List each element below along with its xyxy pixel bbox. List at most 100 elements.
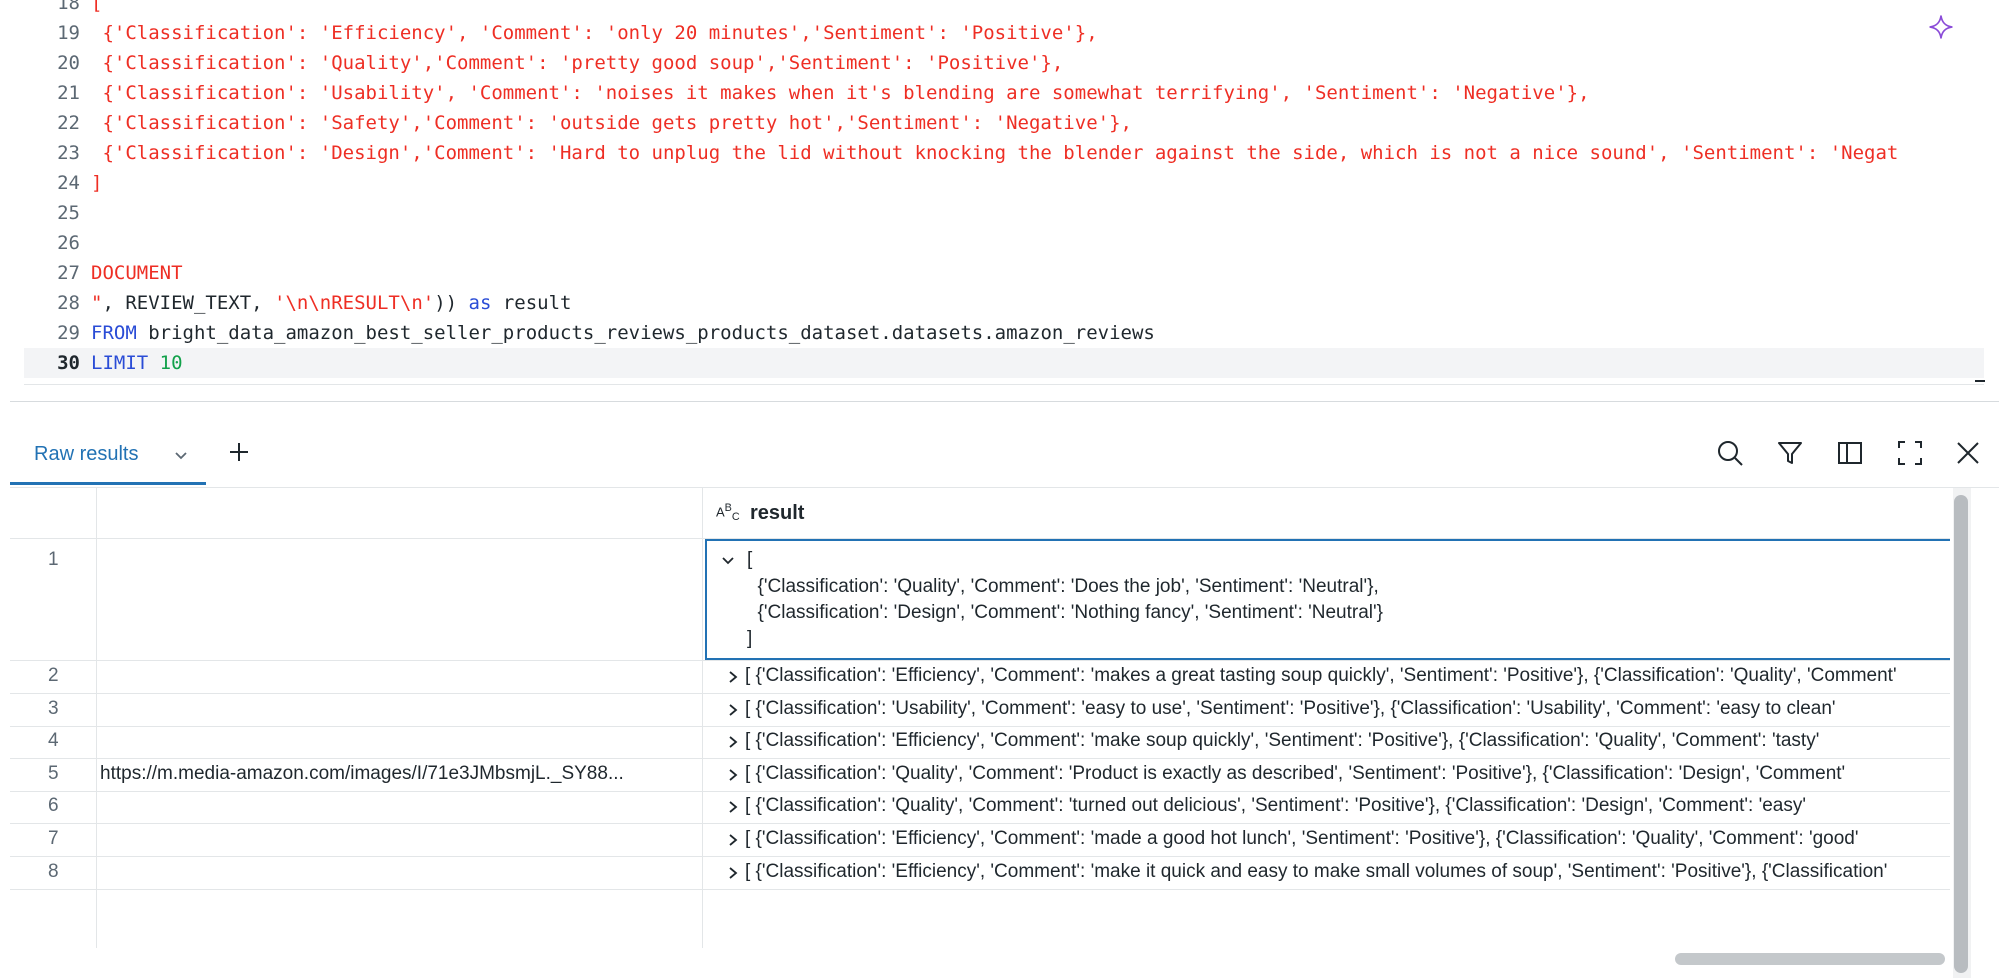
result-cell[interactable]: [ {'Classification': 'Quality', 'Comment…	[705, 791, 1950, 823]
chevron-down-icon[interactable]	[174, 451, 188, 461]
line-number: 24	[57, 172, 80, 194]
code-line[interactable]: 28 ", REVIEW_TEXT, '\n\nRESULT\n')) as re…	[24, 288, 1984, 318]
code-token: result	[502, 292, 572, 314]
row-number: 5	[48, 762, 59, 784]
code-text: LIMIT 10	[91, 348, 183, 378]
code-line[interactable]: 22 {'Classification': 'Safety','Comment'…	[24, 108, 1984, 138]
result-cell[interactable]: [ {'Classification': 'Efficiency', 'Comm…	[705, 824, 1950, 856]
result-cell-selected[interactable]: [ {'Classification': 'Quality', 'Comment…	[705, 539, 1950, 660]
code-line[interactable]: 20 {'Classification': 'Quality','Comment…	[24, 48, 1984, 78]
result-text: [ {'Classification': 'Quality', 'Comment…	[745, 762, 1846, 784]
fullscreen-icon[interactable]	[1896, 439, 1924, 467]
code-line[interactable]: 18 [	[24, 0, 1984, 18]
code-line[interactable]: 27 DOCUMENT	[24, 258, 1984, 288]
table-row[interactable]: 4[ {'Classification': 'Efficiency', 'Com…	[10, 726, 1950, 760]
code-token: DOCUMENT	[91, 262, 183, 284]
line-number: 28	[57, 292, 80, 314]
code-token: ]	[91, 172, 103, 194]
table-row[interactable]: 5 https://m.media-amazon.com/images/I/71e…	[10, 759, 1950, 792]
row-number: 7	[48, 828, 59, 849]
abc-string-type-icon: ABC	[716, 502, 740, 523]
result-cell[interactable]: [ {'Classification': 'Usability', 'Comme…	[705, 694, 1950, 726]
code-token: LIMIT	[91, 352, 160, 374]
code-token: [	[91, 0, 103, 14]
row-number: 8	[48, 860, 59, 882]
table-row[interactable]: 6[ {'Classification': 'Quality', 'Commen…	[10, 791, 1950, 825]
code-text: ]	[91, 168, 102, 198]
table-row[interactable]: 3[ {'Classification': 'Usability', 'Comm…	[10, 694, 1950, 727]
chevron-right-icon[interactable]	[727, 866, 739, 880]
code-token: {'Classification': 'Design','Comment': '…	[91, 142, 1899, 164]
tab-raw-results-label: Raw results	[34, 443, 139, 465]
code-token: 10	[159, 352, 183, 374]
search-icon[interactable]	[1716, 439, 1744, 467]
result-cell[interactable]: [ {'Classification': 'Efficiency', 'Comm…	[705, 726, 1950, 758]
code-line[interactable]: 26	[24, 228, 1984, 258]
line-number: 21	[57, 82, 80, 104]
chevron-right-icon[interactable]	[727, 800, 739, 814]
code-token: {'Classification': 'Usability', 'Comment…	[91, 82, 1590, 104]
table-row[interactable]: 2[ {'Classification': 'Efficiency', 'Com…	[10, 661, 1950, 694]
chevron-right-icon[interactable]	[727, 833, 739, 847]
code-line[interactable]: 21 {'Classification': 'Usability', 'Comm…	[24, 78, 1984, 108]
panel-divider[interactable]	[10, 401, 1999, 402]
column-header-result[interactable]: result	[750, 502, 805, 524]
code-text: {'Classification': 'Design','Comment': '…	[91, 138, 1898, 168]
chevron-right-icon[interactable]	[727, 703, 739, 717]
result-cell[interactable]: [ {'Classification': 'Quality', 'Comment…	[705, 759, 1950, 791]
result-cell[interactable]: [ {'Classification': 'Efficiency', 'Comm…	[705, 857, 1950, 889]
close-icon[interactable]	[1954, 439, 1982, 467]
plus-icon[interactable]	[228, 441, 250, 463]
code-text: {'Classification': 'Usability', 'Comment…	[91, 78, 1590, 108]
filter-icon[interactable]	[1776, 439, 1804, 467]
code-line[interactable]: 19 {'Classification': 'Efficiency', 'Com…	[24, 18, 1984, 48]
code-token: FROM	[91, 322, 149, 344]
result-text: [ {'Classification': 'Efficiency', 'Comm…	[745, 860, 1888, 882]
expanded-line: {'Classification': 'Quality', 'Comment':…	[747, 576, 1379, 597]
line-number: 22	[57, 112, 80, 134]
horizontal-scrollbar-thumb[interactable]	[1675, 953, 1945, 965]
result-text: [ {'Classification': 'Quality', 'Comment…	[745, 795, 1806, 817]
code-line[interactable]: 29 FROM bright_data_amazon_best_seller_pr…	[24, 318, 1984, 348]
chevron-right-icon[interactable]	[727, 670, 739, 684]
code-line[interactable]: 24]	[24, 168, 1984, 198]
results-tab-bar: Raw results	[10, 403, 1999, 488]
code-text: {'Classification': 'Efficiency', 'Commen…	[91, 18, 1098, 48]
chevron-right-icon[interactable]	[727, 768, 739, 782]
sidebar-panel-icon[interactable]	[1836, 439, 1864, 467]
table-row-expanded[interactable]: 1 [ {'Classification': 'Quality', 'Comme…	[10, 539, 1950, 661]
tab-raw-results[interactable]: Raw results	[10, 427, 206, 485]
sql-editor[interactable]: 18 [19 {'Classification': 'Efficiency', '…	[24, 0, 1984, 385]
url-cell[interactable]: https://m.media-amazon.com/images/I/71e3…	[100, 762, 624, 784]
table-row[interactable]: 8 [ {'Classification': 'Efficiency', 'Com…	[10, 857, 1950, 890]
row-number: 1	[48, 549, 59, 570]
chevron-down-icon[interactable]	[721, 555, 735, 567]
chevron-right-icon[interactable]	[727, 735, 739, 749]
code-token: '\n\nRESULT\n'	[274, 292, 435, 314]
code-line[interactable]: 25	[24, 198, 1984, 228]
code-text: {'Classification': 'Safety','Comment': '…	[91, 108, 1132, 138]
line-number: 19	[57, 22, 80, 44]
table-header-row: ABC result	[10, 488, 1950, 539]
line-number: 29	[57, 322, 80, 344]
line-number: 18	[57, 0, 80, 14]
editor-resize-handle[interactable]	[1975, 380, 1985, 382]
code-line[interactable]: 23 {'Classification': 'Design','Comment'…	[24, 138, 1984, 168]
code-token: , REVIEW_TEXT,	[102, 292, 275, 314]
code-token: {'Classification': 'Efficiency', 'Commen…	[91, 22, 1098, 44]
line-number: 27	[57, 262, 80, 284]
code-text: DOCUMENT	[91, 258, 183, 288]
result-cell[interactable]: [ {'Classification': 'Efficiency', 'Comm…	[705, 661, 1950, 693]
line-number: 25	[57, 202, 80, 224]
vertical-scrollbar-thumb[interactable]	[1954, 495, 1968, 973]
column-separator	[96, 488, 97, 948]
table-row[interactable]: 7 [ {'Classification': 'Efficiency', 'Com…	[10, 824, 1950, 857]
code-text: FROM bright_data_amazon_best_seller_prod…	[91, 318, 1155, 348]
result-text: [ {'Classification': 'Usability', 'Comme…	[745, 697, 1836, 719]
results-table[interactable]: ABC result 1 [ {'Classification': 'Quali…	[10, 488, 1950, 948]
code-token: ))	[434, 292, 458, 314]
code-token: as	[457, 292, 503, 314]
sparkle-icon[interactable]	[1928, 14, 1954, 40]
code-token: "	[91, 292, 103, 314]
